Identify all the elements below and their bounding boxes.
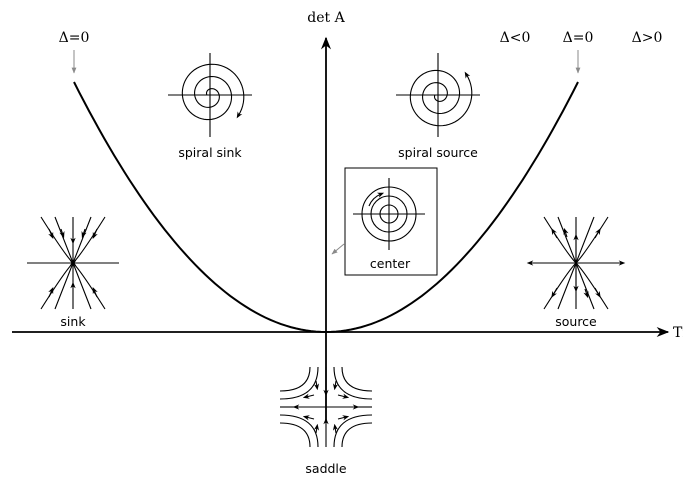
discriminant-zero-parabola [73,81,579,334]
source-portrait [526,216,626,310]
spiral-source-portrait [396,53,480,137]
sink-portrait [27,216,119,310]
delta-zero-right-label: Δ=0 [563,30,594,46]
center-pointer [331,243,345,255]
saddle-portrait [279,366,373,448]
sink-label: sink [60,314,86,329]
saddle-label: saddle [305,461,347,476]
source-label: source [555,314,597,329]
spiral-sink-portrait [168,53,252,137]
determinant-axis-label: det A [307,10,345,26]
spiral-sink-label: spiral sink [178,145,242,160]
discriminant-labels: Δ=0 Δ<0 Δ=0 Δ>0 [59,30,663,74]
center-label: center [370,256,411,271]
center-portrait [353,178,425,250]
spiral-source-label: spiral source [398,145,478,160]
delta-negative-label: Δ<0 [500,30,531,46]
center-box: center [344,167,438,276]
delta-zero-left-label: Δ=0 [59,30,90,46]
trace-axis-label: Tr A [673,325,683,341]
delta-positive-label: Δ>0 [632,30,663,46]
